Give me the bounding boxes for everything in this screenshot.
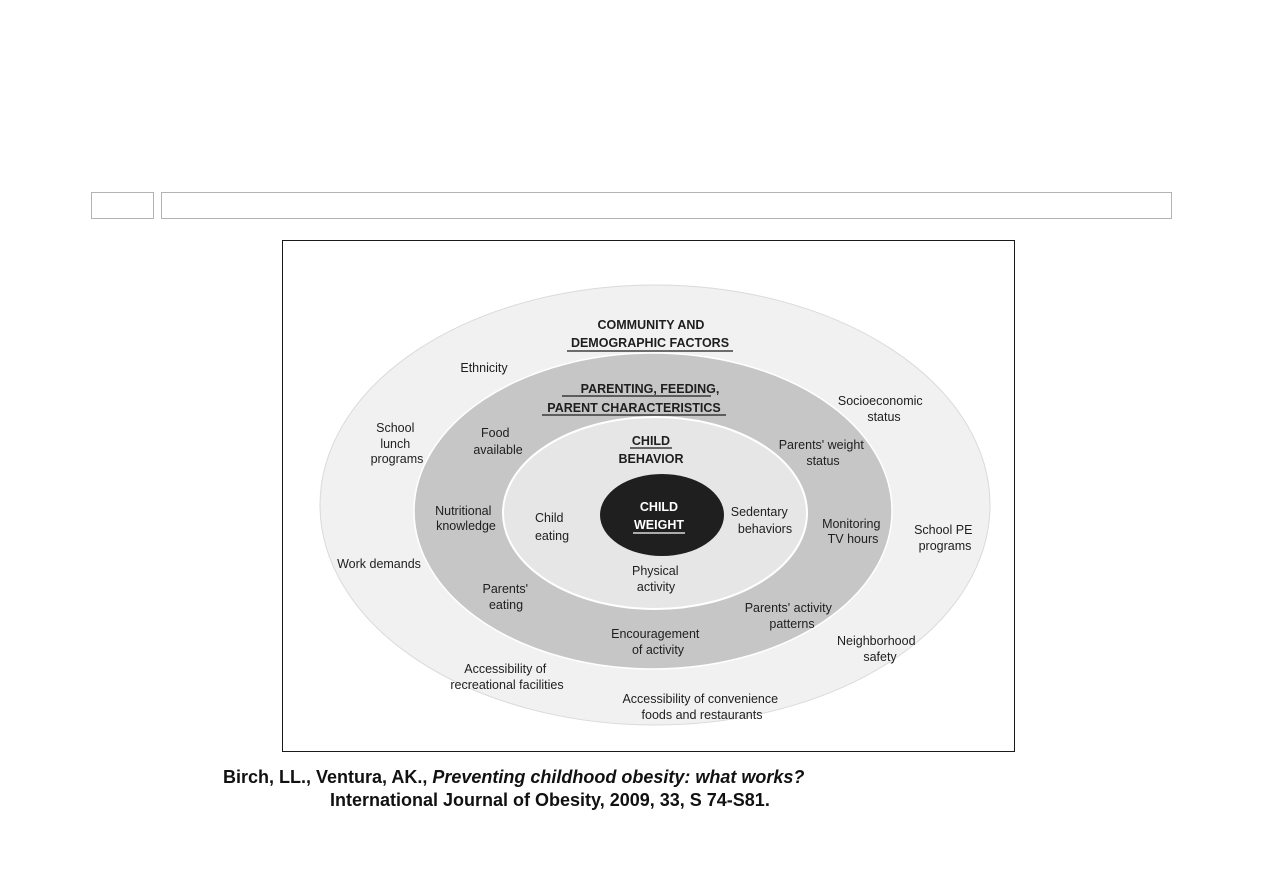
- label-parents-weight-status: Parents' weight status: [779, 438, 868, 468]
- label-child-eating: Child eating: [535, 511, 569, 543]
- core-child-weight: [600, 474, 724, 556]
- citation-journal: International Journal of Obesity, 2009, …: [330, 790, 770, 810]
- wide-input-box[interactable]: [161, 192, 1172, 219]
- label-recreational-facilities: Accessibility of recreational facilities: [450, 662, 563, 692]
- label-school-pe: School PE programs: [914, 523, 976, 553]
- small-input-box[interactable]: [91, 192, 154, 219]
- label-ethnicity: Ethnicity: [460, 361, 508, 375]
- citation-title: Preventing childhood obesity: what works…: [432, 767, 805, 787]
- core-title-line2: WEIGHT: [634, 518, 684, 532]
- citation-authors: Birch, LL., Ventura, AK.,: [223, 767, 433, 787]
- label-sedentary-behaviors: Sedentary behaviors: [731, 505, 792, 536]
- label-monitoring-tv-hours: Monitoring TV hours: [822, 517, 884, 546]
- label-convenience-foods: Accessibility of convenience foods and r…: [622, 692, 781, 722]
- ecological-model-figure: COMMUNITY AND DEMOGRAPHIC FACTORS Ethnic…: [282, 240, 1015, 752]
- ecological-model-diagram: COMMUNITY AND DEMOGRAPHIC FACTORS Ethnic…: [319, 284, 991, 726]
- behavior-ring-title-line1: CHILD: [632, 434, 670, 448]
- label-physical-activity: Physical activity: [632, 564, 682, 594]
- outer-ring-title-line1: COMMUNITY AND: [598, 318, 705, 332]
- label-parents-eating: Parents' eating: [483, 582, 532, 612]
- citation-line1: Birch, LL., Ventura, AK., Preventing chi…: [223, 766, 804, 789]
- parent-ring-title-line1: PARENTING, FEEDING,: [581, 382, 720, 396]
- label-neighborhood-safety: Neighborhood safety: [837, 634, 919, 664]
- core-title-line1: CHILD: [640, 500, 678, 514]
- label-socioeconomic-status: Socioeconomic status: [838, 394, 926, 424]
- label-parents-activity-patterns: Parents' activity patterns: [745, 601, 836, 631]
- label-food-available: Food available: [473, 426, 522, 457]
- outer-ring-title-line2: DEMOGRAPHIC FACTORS: [571, 336, 729, 350]
- label-nutritional-knowledge: Nutritional knowledge: [435, 504, 496, 533]
- parent-ring-title-line2: PARENT CHARACTERISTICS: [547, 401, 720, 415]
- behavior-ring-title-line2: BEHAVIOR: [618, 452, 683, 466]
- label-work-demands: Work demands: [337, 557, 421, 571]
- label-encouragement-of-activity: Encouragement of activity: [611, 627, 703, 657]
- label-school-lunch: School lunch programs: [371, 421, 424, 466]
